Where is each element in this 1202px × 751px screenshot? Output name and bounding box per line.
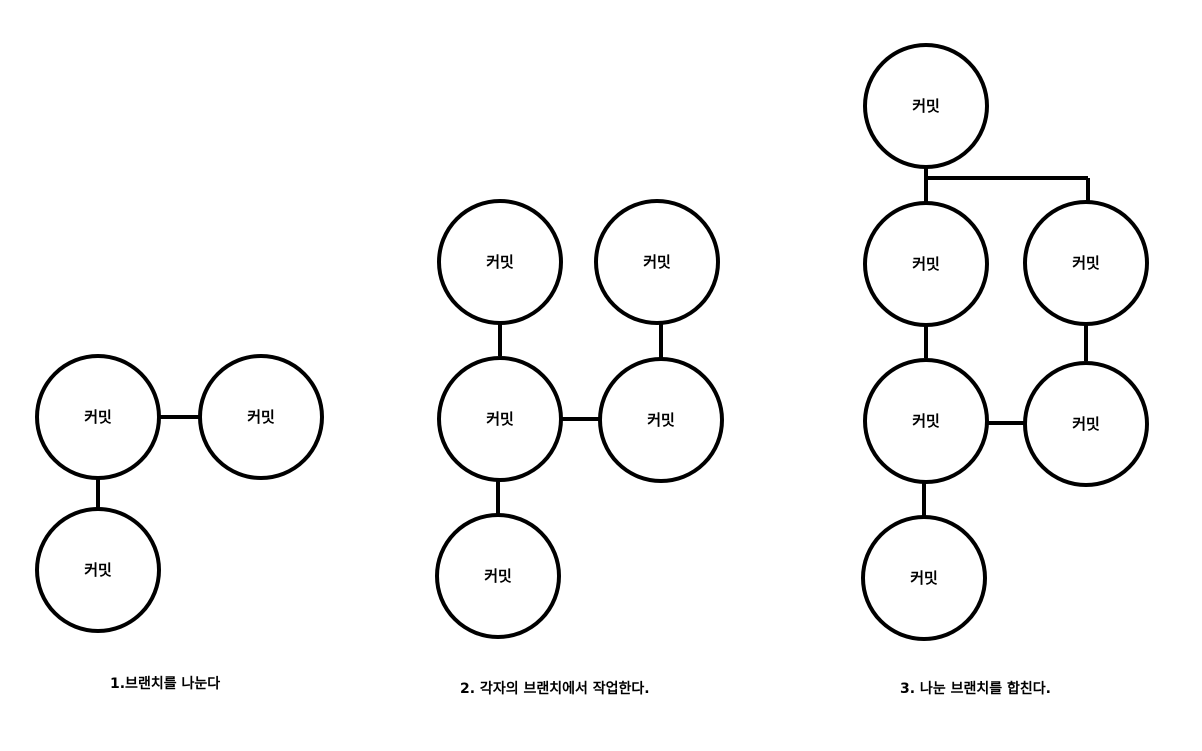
commit-label: 커밋 <box>643 253 671 271</box>
commit-node: 커밋 <box>437 199 563 325</box>
commit-node: 커밋 <box>35 354 161 480</box>
commit-node: 커밋 <box>198 354 324 480</box>
commit-label: 커밋 <box>1072 254 1100 272</box>
panel-1-branch: 커밋 커밋 커밋 <box>35 354 324 633</box>
commit-label: 커밋 <box>912 97 940 115</box>
commit-node: 커밋 <box>594 199 720 325</box>
commit-label: 커밋 <box>486 410 514 428</box>
commit-node: 커밋 <box>598 357 724 483</box>
commit-node: 커밋 <box>863 201 989 327</box>
commit-label: 커밋 <box>912 412 940 430</box>
caption-step-1: 1.브랜치를 나눈다 <box>110 676 221 692</box>
commit-label: 커밋 <box>247 408 275 426</box>
commit-node: 커밋 <box>863 358 989 484</box>
commit-label: 커밋 <box>912 255 940 273</box>
commit-label: 커밋 <box>1072 415 1100 433</box>
caption-step-3: 3. 나눈 브랜치를 합친다. <box>900 681 1051 697</box>
panel-2-work: 커밋 커밋 커밋 커밋 커밋 <box>435 199 724 639</box>
commit-node: 커밋 <box>435 513 561 639</box>
commit-label: 커밋 <box>647 411 675 429</box>
commit-label: 커밋 <box>486 253 514 271</box>
panel-3-merge: 커밋 커밋 커밋 커밋 커밋 커밋 <box>861 43 1149 641</box>
commit-node: 커밋 <box>35 507 161 633</box>
commit-node: 커밋 <box>1023 200 1149 326</box>
commit-node: 커밋 <box>861 515 987 641</box>
commit-node: 커밋 <box>437 356 563 482</box>
commit-node: 커밋 <box>863 43 989 169</box>
commit-label: 커밋 <box>84 408 112 426</box>
commit-label: 커밋 <box>484 567 512 585</box>
commit-node: 커밋 <box>1023 361 1149 487</box>
commit-label: 커밋 <box>910 569 938 587</box>
caption-step-2: 2. 각자의 브랜치에서 작업한다. <box>460 681 650 697</box>
commit-label: 커밋 <box>84 561 112 579</box>
